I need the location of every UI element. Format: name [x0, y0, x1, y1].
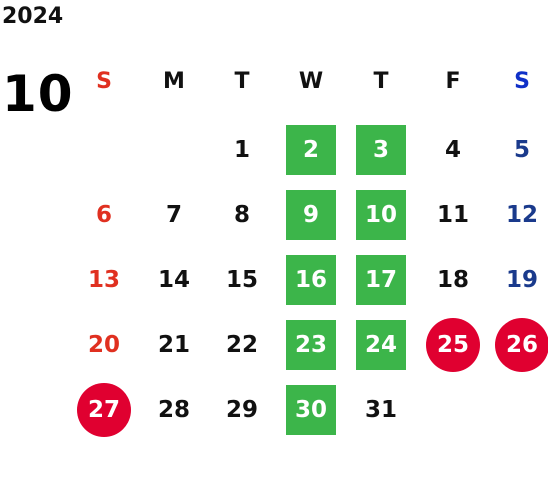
day-cell-30[interactable]: 30 — [286, 385, 336, 435]
day-cell-7[interactable]: 7 — [165, 202, 182, 228]
day-cell-9[interactable]: 9 — [286, 190, 336, 240]
day-cell-13[interactable]: 13 — [87, 267, 120, 293]
day-cell-12[interactable]: 12 — [505, 202, 538, 228]
weekday-wednesday-header: W — [298, 68, 324, 94]
day-cell-5[interactable]: 5 — [513, 137, 530, 163]
day-cell-19[interactable]: 19 — [505, 267, 538, 293]
day-cell-14[interactable]: 14 — [157, 267, 190, 293]
weekday-monday-header: M — [163, 68, 185, 94]
day-cell-24[interactable]: 24 — [356, 320, 406, 370]
day-cell-21[interactable]: 21 — [157, 332, 190, 358]
day-cell-18[interactable]: 18 — [436, 267, 469, 293]
weekday-thursday-header: T — [373, 68, 389, 94]
day-cell-25[interactable]: 25 — [426, 318, 480, 372]
day-cell-15[interactable]: 15 — [225, 267, 258, 293]
day-cell-4[interactable]: 4 — [444, 137, 461, 163]
day-cell-28[interactable]: 28 — [157, 397, 190, 423]
day-cell-22[interactable]: 22 — [225, 332, 258, 358]
day-cell-26[interactable]: 26 — [495, 318, 548, 372]
day-cell-11[interactable]: 11 — [436, 202, 469, 228]
day-cell-17[interactable]: 17 — [356, 255, 406, 305]
calendar-month: 10 — [2, 65, 74, 123]
weekday-sunday-header: S — [96, 68, 112, 94]
day-cell-6[interactable]: 6 — [95, 202, 112, 228]
calendar-year: 2024 — [2, 4, 64, 29]
weekday-friday-header: F — [445, 68, 461, 94]
weekday-saturday-header: S — [514, 68, 530, 94]
weekday-tuesday-header: T — [234, 68, 250, 94]
day-cell-29[interactable]: 29 — [225, 397, 258, 423]
day-cell-27[interactable]: 27 — [77, 383, 131, 437]
day-cell-10[interactable]: 10 — [356, 190, 406, 240]
day-cell-3[interactable]: 3 — [356, 125, 406, 175]
day-cell-16[interactable]: 16 — [286, 255, 336, 305]
day-cell-23[interactable]: 23 — [286, 320, 336, 370]
day-cell-20[interactable]: 20 — [87, 332, 120, 358]
day-cell-1[interactable]: 1 — [233, 137, 250, 163]
day-cell-8[interactable]: 8 — [233, 202, 250, 228]
day-cell-2[interactable]: 2 — [286, 125, 336, 175]
day-cell-31[interactable]: 31 — [364, 397, 397, 423]
